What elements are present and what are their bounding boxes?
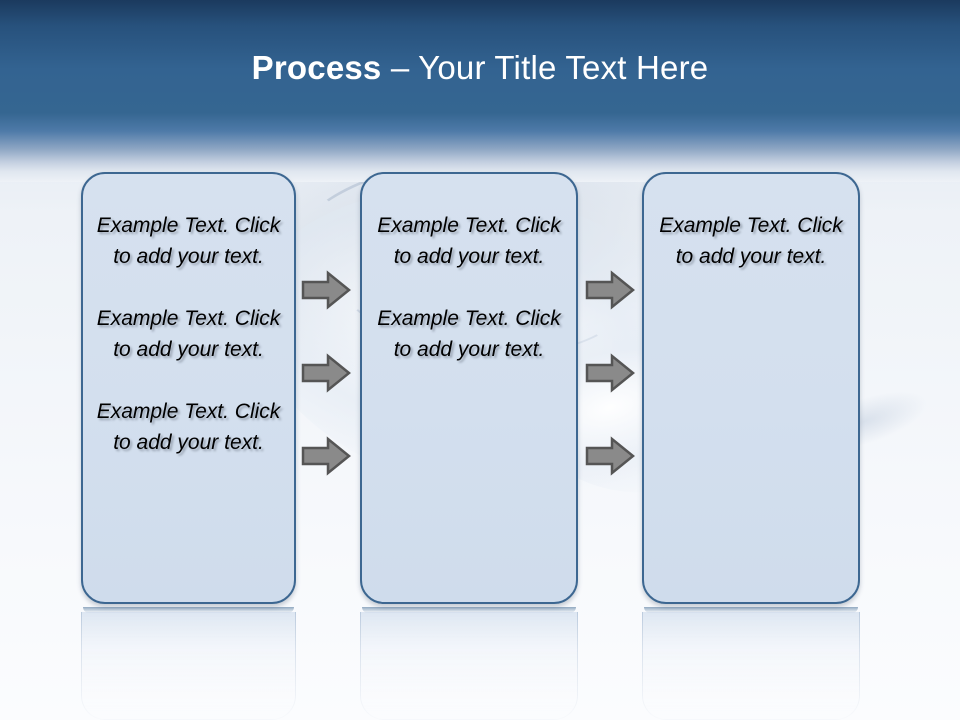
box-2-paragraph-2[interactable]: Example Text. Click to add your text.: [377, 307, 561, 361]
box-reflection: [642, 612, 860, 720]
box-1-paragraph-2[interactable]: Example Text. Click to add your text.: [96, 307, 281, 361]
page-title-rest: – Your Title Text Here: [381, 49, 709, 86]
right-arrow-icon[interactable]: [585, 353, 635, 393]
box-2-paragraph-1[interactable]: Example Text. Click to add your text.: [377, 214, 561, 268]
box-1-paragraph-3[interactable]: Example Text. Click to add your text.: [96, 400, 281, 454]
box-1-text[interactable]: Example Text. Click to add your text. Ex…: [91, 210, 286, 458]
right-arrow-icon[interactable]: [585, 436, 635, 476]
process-step-box-1[interactable]: Example Text. Click to add your text. Ex…: [81, 172, 296, 604]
page-title-strong: Process: [251, 49, 382, 86]
right-arrow-icon[interactable]: [585, 270, 635, 310]
box-3-paragraph-1[interactable]: Example Text. Click to add your text.: [659, 214, 843, 268]
right-arrow-icon[interactable]: [301, 436, 351, 476]
box-reflection-cap: [644, 607, 858, 613]
page-title: Process – Your Title Text Here: [0, 48, 960, 88]
slide-header-band: [0, 0, 960, 182]
box-1-paragraph-1[interactable]: Example Text. Click to add your text.: [96, 214, 281, 268]
box-reflection-cap: [362, 607, 576, 613]
process-step-box-2[interactable]: Example Text. Click to add your text. Ex…: [360, 172, 578, 604]
box-3-text[interactable]: Example Text. Click to add your text.: [652, 210, 850, 272]
right-arrow-icon[interactable]: [301, 270, 351, 310]
process-step-box-3[interactable]: Example Text. Click to add your text.: [642, 172, 860, 604]
box-reflection: [81, 612, 296, 720]
box-reflection: [360, 612, 578, 720]
box-2-text[interactable]: Example Text. Click to add your text. Ex…: [370, 210, 568, 365]
box-reflection-cap: [83, 607, 294, 613]
right-arrow-icon[interactable]: [301, 353, 351, 393]
